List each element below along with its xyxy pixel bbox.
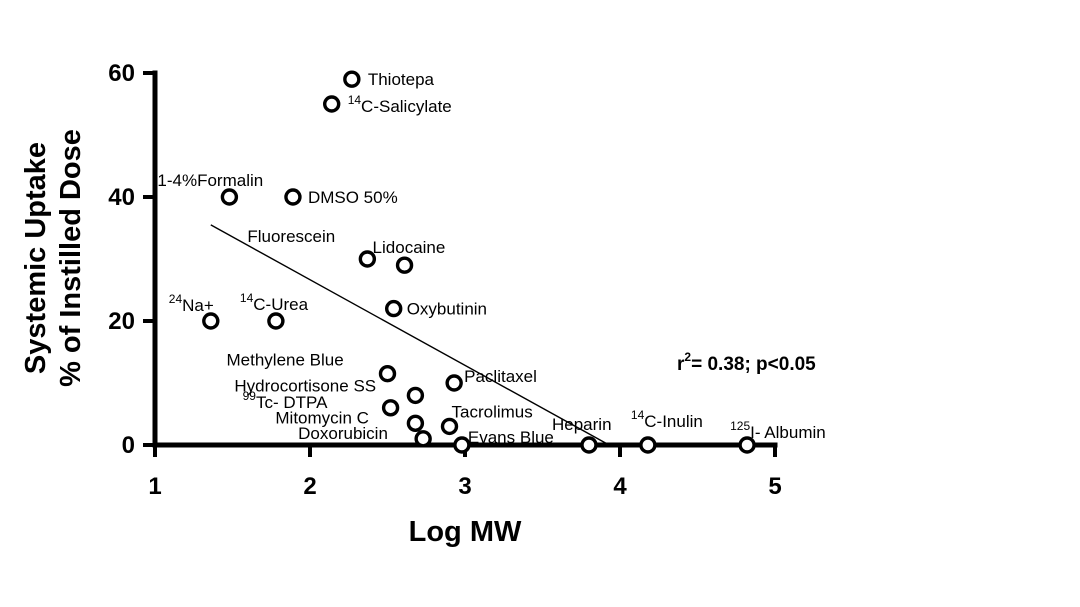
point-label-name: Thiotepa <box>368 70 435 89</box>
point-label: 14C-Inulin <box>631 408 703 431</box>
data-point <box>378 365 397 383</box>
point-label: Tacrolimus <box>452 402 533 421</box>
point-label: 99Tc- DTPA <box>243 389 328 412</box>
point-label: Fluorescein <box>247 227 335 246</box>
point-label: Evans Blue <box>468 428 554 447</box>
point-label-name: Methylene Blue <box>227 351 344 370</box>
point-label-superscript: 125 <box>730 419 750 433</box>
data-point <box>414 430 432 448</box>
data-point <box>323 95 341 113</box>
point-label-name: Na+ <box>182 296 214 315</box>
point-label-name: Hydrocortisone SS <box>234 376 376 395</box>
point-label-name: Paclitaxel <box>464 367 537 386</box>
point-label: DMSO 50% <box>308 188 398 207</box>
point-label-name: Evans Blue <box>468 428 554 447</box>
point-label-superscript: 14 <box>240 291 254 305</box>
x-tick-label: 5 <box>768 473 781 500</box>
point-label: Hydrocortisone SS <box>234 376 376 395</box>
point-label-name: Oxybutinin <box>407 300 487 319</box>
point-label: 24Na+ <box>169 292 214 315</box>
data-point <box>220 188 239 206</box>
y-tick-label: 40 <box>108 184 135 211</box>
point-label: Thiotepa <box>368 70 435 89</box>
x-tick-label: 1 <box>148 473 161 500</box>
y-axis-title-line1: Systemic Uptake <box>20 142 52 374</box>
x-tick-label: 4 <box>613 473 627 500</box>
point-label: 14C-Salicylate <box>348 93 452 116</box>
x-tick-label: 2 <box>303 473 316 500</box>
data-point <box>267 312 285 330</box>
y-tick-label: 20 <box>108 308 135 335</box>
point-label: Heparin <box>552 415 612 434</box>
data-point <box>358 250 377 268</box>
point-label-superscript: 14 <box>348 93 362 107</box>
point-label-name: DMSO 50% <box>308 188 398 207</box>
data-point <box>738 436 756 454</box>
regression-annotation: r2= 0.38; p<0.05 <box>677 350 816 375</box>
point-label-name: Tacrolimus <box>452 402 533 421</box>
point-label: Oxybutinin <box>407 300 487 319</box>
data-point <box>284 188 302 206</box>
data-point <box>580 436 598 454</box>
point-label: Paclitaxel <box>464 367 537 386</box>
point-label-name: C-Inulin <box>644 412 703 431</box>
point-label-name: Fluorescein <box>247 227 335 246</box>
x-axis-title: Log MW <box>409 516 522 548</box>
y-axis-title-line2: % of Instilled Dose <box>55 129 87 387</box>
point-label: Mitomycin C <box>275 408 369 427</box>
data-point <box>453 436 471 454</box>
annotation-sup: 2 <box>684 350 691 364</box>
point-label-superscript: 24 <box>169 292 183 306</box>
point-label-name: C-Salicylate <box>361 97 452 116</box>
data-point <box>385 299 403 318</box>
data-point <box>381 399 400 417</box>
point-label-name: Mitomycin C <box>275 408 369 427</box>
annotation-r: r <box>677 354 685 375</box>
y-tick-label: 60 <box>108 60 135 87</box>
point-label: 125I- Albumin <box>730 419 826 442</box>
point-label-superscript: 99 <box>243 389 257 403</box>
point-label-name: Heparin <box>552 415 612 434</box>
data-point <box>445 374 463 392</box>
point-label-name: Tc- DTPA <box>256 393 328 412</box>
point-label-name: 1-4%Formalin <box>157 171 263 190</box>
data-point <box>202 312 220 330</box>
annotation-stat: = 0.38; p<0.05 <box>691 354 816 375</box>
point-label-name: Doxorubicin <box>298 424 388 443</box>
y-tick-label: 0 <box>122 432 135 459</box>
point-label: Lidocaine <box>373 238 446 257</box>
point-label: 14C-Urea <box>240 291 309 314</box>
point-label-name: Lidocaine <box>373 238 446 257</box>
data-point <box>406 386 425 405</box>
point-label-name: C-Urea <box>253 295 308 314</box>
data-point <box>395 256 414 274</box>
point-label: Doxorubicin <box>298 424 388 443</box>
data-point <box>440 417 459 436</box>
point-label-superscript: 14 <box>631 408 645 422</box>
data-point <box>343 70 361 88</box>
x-tick-label: 3 <box>458 473 471 500</box>
data-point <box>406 414 425 432</box>
point-label: Methylene Blue <box>227 351 344 370</box>
data-point <box>639 436 657 454</box>
point-label: 1-4%Formalin <box>157 171 263 190</box>
point-label-name: I- Albumin <box>750 423 826 442</box>
trend-line <box>210 224 610 446</box>
